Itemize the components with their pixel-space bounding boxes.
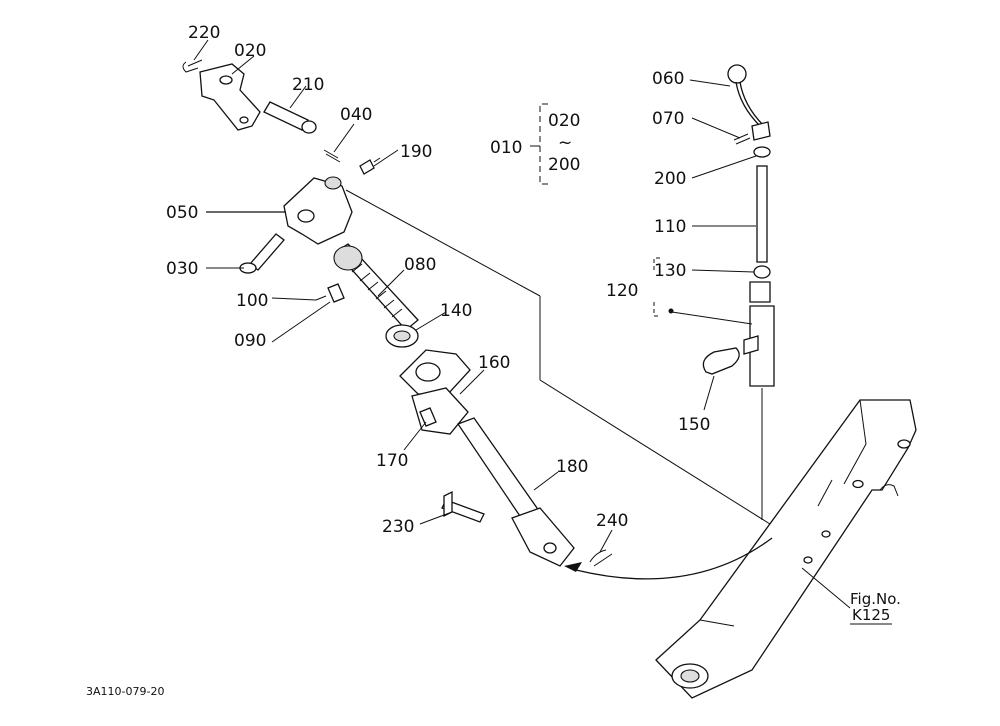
callout-100: 100: [236, 291, 268, 311]
callout-130: 130: [654, 261, 686, 281]
group-main-label: 010: [490, 138, 522, 158]
callout-230: 230: [382, 517, 414, 537]
callout-210: 210: [292, 75, 324, 95]
callout-160: 160: [478, 353, 510, 373]
callout-090: 090: [234, 331, 266, 351]
callout-200: 200: [654, 169, 686, 189]
group-tilde: ~: [558, 133, 572, 153]
callout-080: 080: [404, 255, 436, 275]
callout-020: 020: [234, 41, 266, 61]
callout-170: 170: [376, 451, 408, 471]
callout-040: 040: [340, 105, 372, 125]
group-from-label: 020: [548, 111, 580, 131]
callout-120: 120: [606, 281, 638, 301]
reference-arrow: [564, 537, 892, 625]
callout-030: 030: [166, 259, 198, 279]
top-link-drawing: [182, 59, 613, 567]
callout-190: 190: [400, 142, 432, 162]
callout-050: 050: [166, 203, 198, 223]
drawing-code: 3A110-079-20: [86, 685, 164, 698]
callout-060: 060: [652, 69, 684, 89]
callout-240: 240: [596, 511, 628, 531]
fig-ref-line2: K125: [852, 606, 890, 624]
lift-rod-drawing: [702, 64, 775, 387]
callout-150: 150: [678, 415, 710, 435]
callout-labels: 220 020 210 040 190 050 030 080 100 140 …: [86, 23, 901, 698]
callout-140: 140: [440, 301, 472, 321]
lower-link-drawing: [655, 399, 917, 699]
leader-lines-right: [530, 79, 763, 520]
callout-070: 070: [652, 109, 684, 129]
leader-lines-left: [193, 39, 771, 553]
group-to-label: 200: [548, 155, 580, 175]
callout-180: 180: [556, 457, 588, 477]
fig-ref-line1: Fig.No.: [850, 590, 901, 608]
callout-110: 110: [654, 217, 686, 237]
callout-220: 220: [188, 23, 220, 43]
